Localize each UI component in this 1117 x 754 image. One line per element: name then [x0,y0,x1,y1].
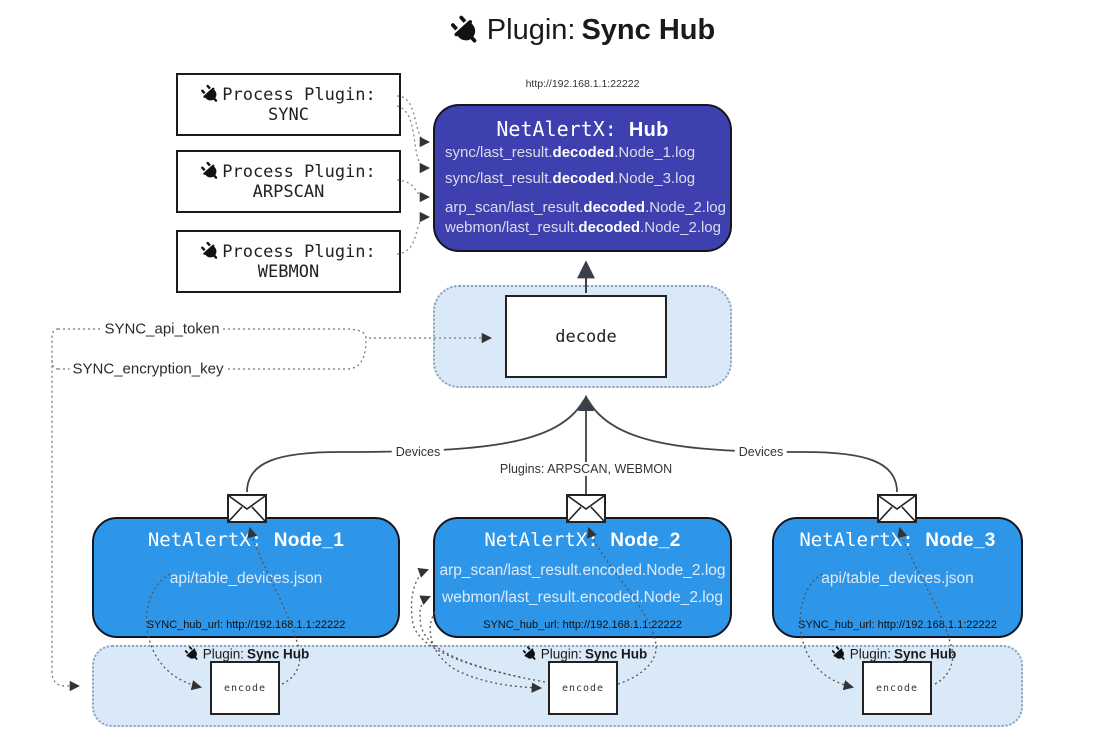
hub-title: NetAlertX: Hub [496,117,669,141]
node-hub-url: SYNC_hub_url: http://192.168.1.1:22222 [798,619,997,631]
encode-box: encode [548,661,618,715]
netalertx-hub-box: NetAlertX: Hub sync/last_result.decoded.… [433,104,732,252]
hub-log-line: sync/last_result.decoded.Node_3.log [445,170,696,187]
sync-encryption-key-label: SYNC_encryption_key [69,360,227,378]
node-file-line: webmon/last_result.encoded.Node_2.log [442,589,723,606]
node-title: NetAlertX: Node_3 [799,529,996,551]
page-title-name: Sync Hub [581,14,716,46]
encoder-plugin-label: Plugin: Sync Hub [830,644,956,664]
page-title: Plugin: Sync Hub [447,11,716,50]
encoder-plugin-label: Plugin: Sync Hub [521,644,647,664]
encode-box: encode [862,661,932,715]
netalertx-node1-box: NetAlertX: Node_1 api/table_devices.json… [92,517,400,638]
process-plugin-sync-box: Process Plugin: SYNC [176,73,401,136]
netalertx-node3-box: NetAlertX: Node_3 api/table_devices.json… [772,517,1023,638]
envelope-icon [227,494,267,523]
decode-box: decode [505,295,667,378]
process-plugin-webmon-box: Process Plugin: WEBMON [176,230,401,293]
node-hub-url: SYNC_hub_url: http://192.168.1.1:22222 [146,619,346,631]
node-title: NetAlertX: Node_1 [147,529,345,551]
process-plugin-name: WEBMON [257,261,320,282]
edge-label-devices-right: Devices [734,445,788,459]
hub-log-line: sync/last_result.decoded.Node_1.log [445,144,696,161]
node-file-line: arp_scan/last_result.encoded.Node_2.log [439,562,726,579]
process-plugin-arpscan-box: Process Plugin: ARPSCAN [176,150,401,213]
process-plugin-label: Process Plugin: [222,161,376,182]
envelope-icon [566,494,606,523]
encoder-plugin-label: Plugin: Sync Hub [183,644,309,664]
sync-api-token-label: SYNC_api_token [101,320,223,338]
netalertx-node2-box: NetAlertX: Node_2 arp_scan/last_result.e… [433,517,732,638]
node-title: NetAlertX: Node_2 [484,529,681,551]
plug-icon [199,82,223,107]
node-hub-url: SYNC_hub_url: http://192.168.1.1:22222 [483,619,682,631]
process-plugin-label: Process Plugin: [222,241,376,262]
wire-process-to-hub [396,95,431,255]
node-file-line: api/table_devices.json [821,570,974,587]
node-file-line: api/table_devices.json [169,570,323,587]
wire-nodes-to-decode [246,394,898,494]
process-plugin-name: ARPSCAN [252,181,325,202]
encode-label: encode [561,682,605,694]
plug-icon [199,159,223,184]
envelope-icon [877,494,917,523]
process-plugin-name: SYNC [268,104,309,125]
page-title-prefix: Plugin: [486,14,576,46]
process-plugin-label: Process Plugin: [222,84,376,105]
encode-label: encode [223,682,267,694]
edge-label-devices-left: Devices [391,445,445,459]
hub-log-line: arp_scan/last_result.decoded.Node_2.log [445,199,726,216]
plug-icon [521,644,540,664]
decode-label: decode [555,326,617,347]
hub-log-line: webmon/last_result.decoded.Node_2.log [445,219,721,236]
plug-icon [447,11,485,50]
encode-box: encode [210,661,280,715]
plug-icon [183,644,202,664]
encode-label: encode [875,682,919,694]
plug-icon [199,239,223,264]
plug-icon [830,644,849,664]
edge-label-plugins: Plugins: ARPSCAN, WEBMON [495,462,677,476]
hub-url-label: http://192.168.1.1:22222 [525,78,640,90]
